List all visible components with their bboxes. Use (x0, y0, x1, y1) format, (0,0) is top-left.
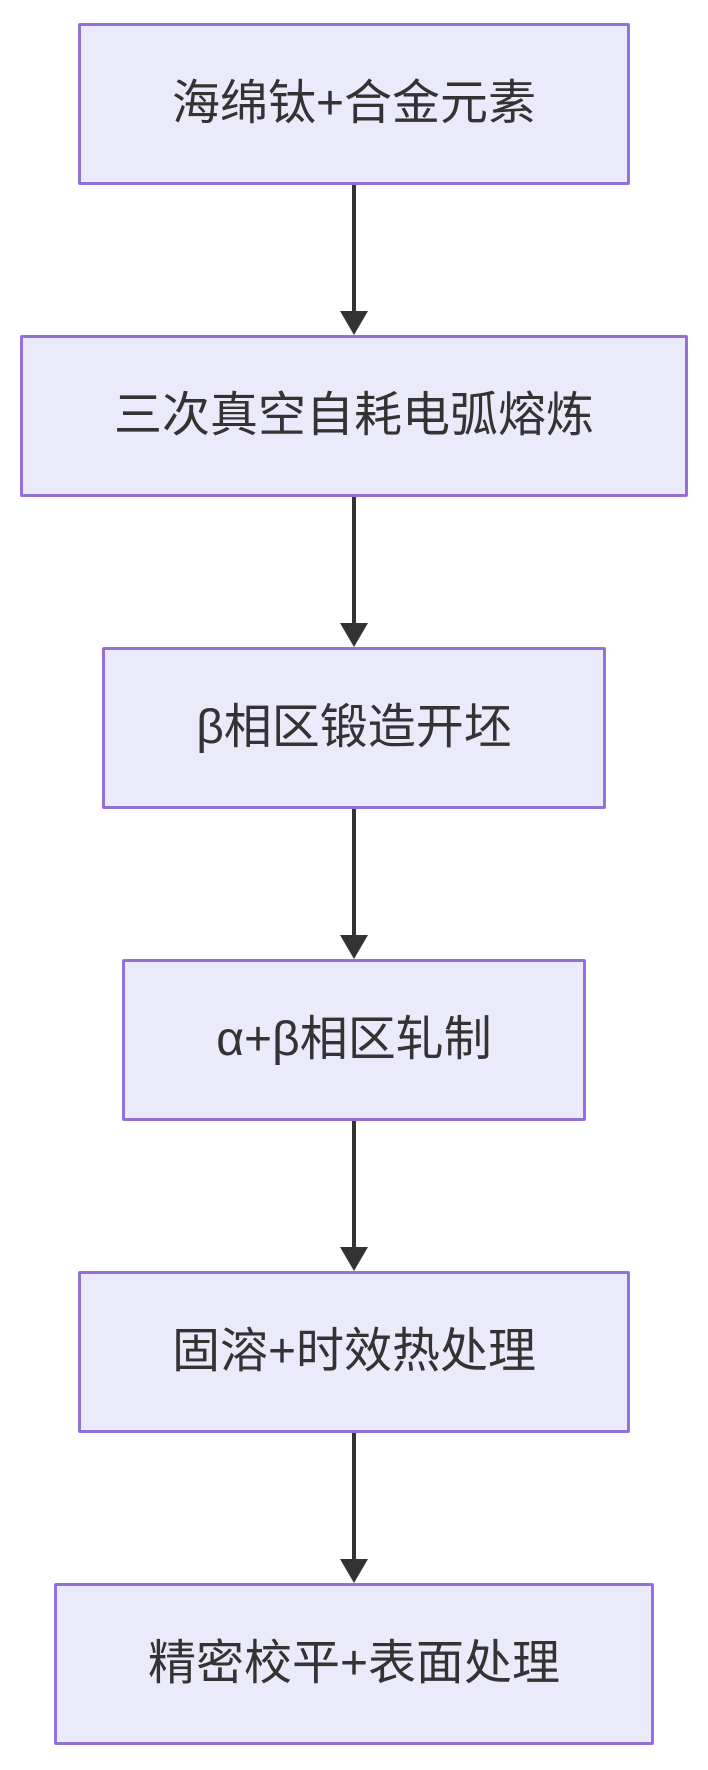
arrow-line (352, 1121, 356, 1247)
flow-node-label: 三次真空自耗电弧熔炼 (113, 389, 594, 442)
arrowhead-down-icon (340, 1247, 368, 1271)
flow-node-step-4: α+β相区轧制 (122, 959, 586, 1121)
flow-arrow (340, 1433, 368, 1583)
flow-node-step-1: 海绵钛+合金元素 (77, 23, 631, 185)
flow-node-label: α+β相区轧制 (216, 1013, 492, 1066)
arrow-line (352, 809, 356, 935)
flow-node-label: 海绵钛+合金元素 (171, 77, 537, 130)
arrowhead-down-icon (340, 311, 368, 335)
flow-node-label: 固溶+时效热处理 (171, 1325, 537, 1378)
flow-node-step-5: 固溶+时效热处理 (77, 1271, 631, 1433)
flow-arrow (340, 1121, 368, 1271)
flow-node-label: β相区锻造开坯 (196, 701, 512, 754)
arrow-line (352, 1433, 356, 1559)
flow-arrow (340, 809, 368, 959)
flow-node-step-2: 三次真空自耗电弧熔炼 (19, 335, 688, 497)
flow-arrow (340, 497, 368, 647)
flow-node-step-3: β相区锻造开坯 (102, 647, 606, 809)
flow-arrow (340, 185, 368, 335)
arrow-line (352, 497, 356, 623)
arrowhead-down-icon (340, 623, 368, 647)
arrowhead-down-icon (340, 1559, 368, 1583)
flow-node-step-6: 精密校平+表面处理 (53, 1583, 655, 1745)
arrowhead-down-icon (340, 935, 368, 959)
flow-node-label: 精密校平+表面处理 (147, 1637, 561, 1690)
arrow-line (352, 185, 356, 311)
